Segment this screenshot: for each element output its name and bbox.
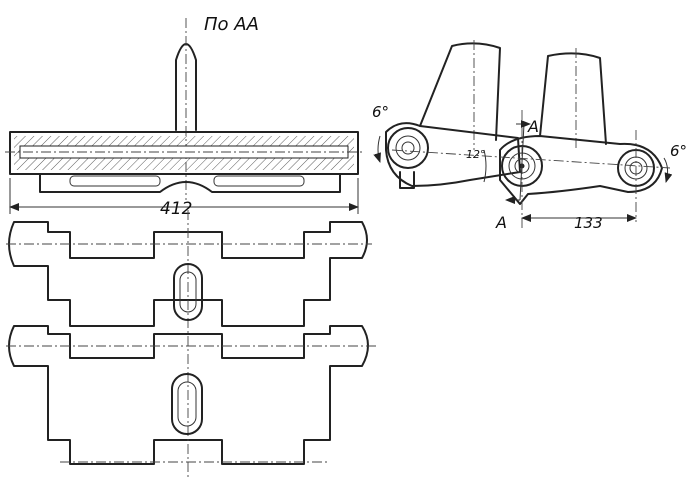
right-angle-arc — [663, 157, 673, 183]
right-grouser — [539, 52, 607, 145]
lower-link-outline — [8, 325, 369, 465]
section-view: 412 — [5, 18, 365, 219]
section-base — [39, 173, 341, 193]
right-angle-label: 6° — [670, 142, 687, 160]
right-link-body — [499, 135, 663, 205]
pitch-dimension: 133 — [574, 214, 603, 232]
width-dimension: 412 — [160, 199, 192, 219]
left-grouser — [419, 42, 501, 141]
middle-angle-label: 12° — [466, 148, 486, 161]
section-label: По АА — [204, 14, 259, 35]
upper-slot — [173, 263, 203, 321]
pin-bar — [9, 131, 359, 175]
section-mark-bottom: А — [495, 213, 507, 232]
section-mark-top: А — [527, 117, 539, 136]
left-pin-boss — [387, 127, 429, 169]
left-link-body — [385, 122, 521, 187]
left-angle-arc — [373, 135, 381, 163]
side-view: 133 — [373, 40, 673, 232]
lower-slot — [171, 373, 203, 435]
left-angle-label: 6° — [372, 103, 389, 121]
upper-link-outline — [8, 221, 368, 327]
plan-view — [6, 210, 376, 480]
middle-angle-arc — [483, 149, 487, 183]
